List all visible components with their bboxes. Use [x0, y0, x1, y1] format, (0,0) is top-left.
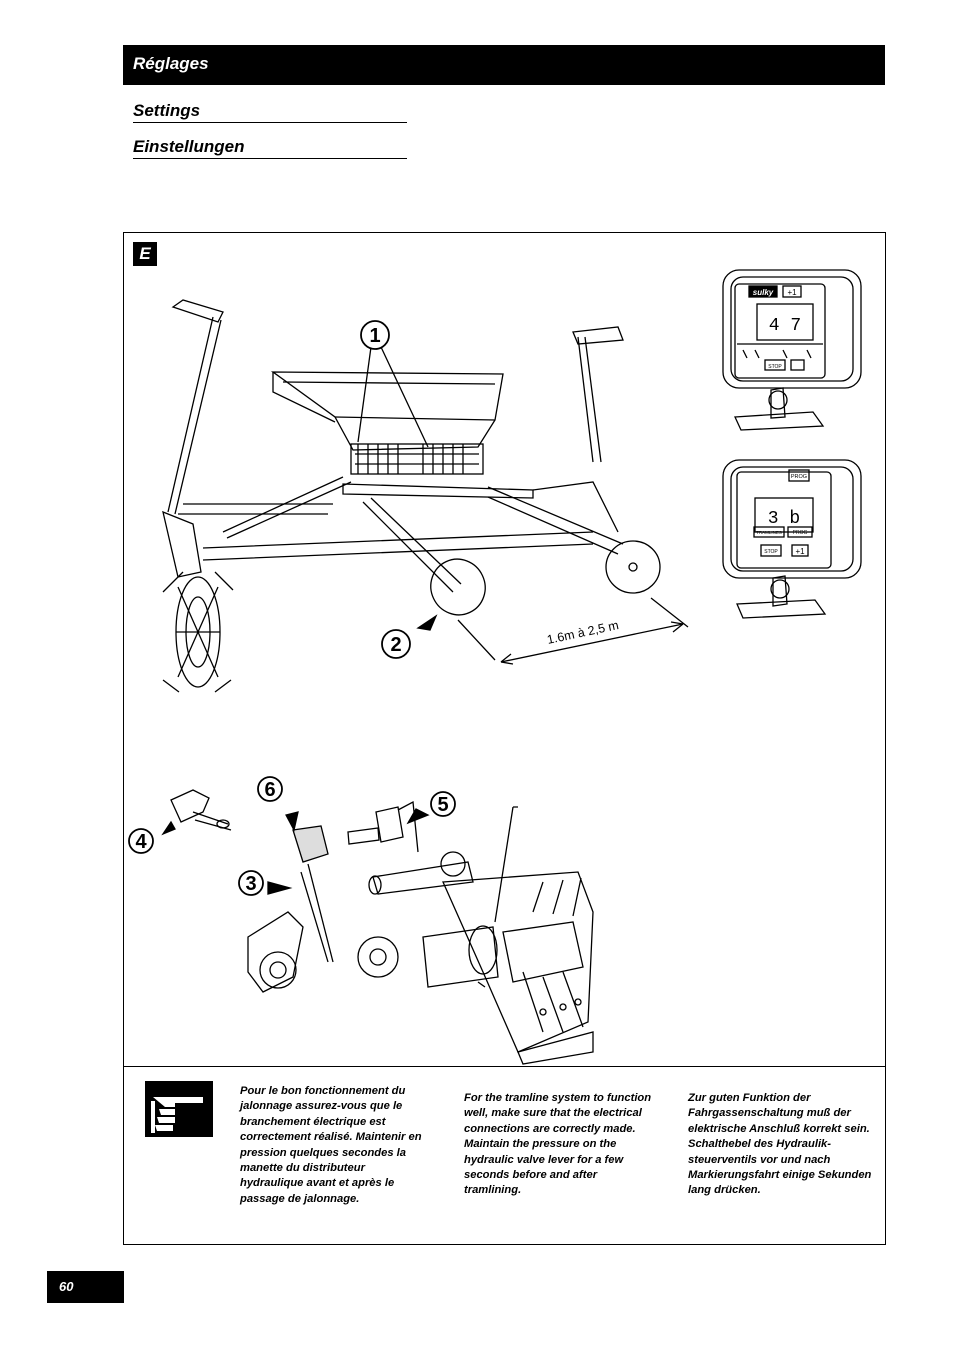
notes-divider — [123, 1066, 886, 1067]
note-german: Zur guten Funktion der Fahrgassenschaltu… — [688, 1092, 872, 1197]
callout-2: 2 — [381, 629, 411, 659]
seed-drill-illustration: 1 2 1.6m à 2,5 m sulky +1 4 7 STOP PROG … — [128, 269, 862, 1065]
figure-frame — [123, 232, 886, 1245]
section-header-bar: Réglages — [123, 45, 885, 85]
svg-text:STOP: STOP — [764, 549, 778, 555]
svg-text:PROG: PROG — [793, 530, 808, 536]
svg-text:TRAMLINES: TRAMLINES — [756, 530, 782, 535]
monitor2-display: 3 b — [768, 509, 800, 529]
callout-3: 3 — [238, 870, 264, 896]
callout-4-label: 4 — [135, 831, 147, 853]
note-english: For the tramline system to function well… — [464, 1092, 652, 1197]
section-title: Réglages — [133, 54, 209, 73]
hand-pointing-icon — [145, 1081, 213, 1137]
callout-1: 1 — [360, 320, 390, 350]
monitor1-display: 4 7 — [769, 316, 801, 336]
svg-text:STOP: STOP — [768, 364, 782, 370]
callout-6: 6 — [257, 776, 283, 802]
control-monitor-1: sulky +1 4 7 STOP — [722, 269, 862, 431]
page-number: 60 — [59, 1279, 74, 1294]
callout-5-label: 5 — [437, 794, 448, 816]
note-french: Pour le bon fonctionnement du jalonnage … — [240, 1085, 422, 1205]
svg-text:PROG: PROG — [791, 474, 807, 480]
callout-1-label: 1 — [369, 325, 380, 347]
svg-text:+1: +1 — [795, 547, 805, 556]
callout-5: 5 — [430, 791, 456, 817]
callout-6-label: 6 — [264, 779, 275, 801]
svg-text:+1: +1 — [787, 288, 797, 297]
dimension-label: 1.6m à 2,5 m — [546, 618, 620, 647]
control-monitor-2: PROG 3 b TRAMLINES PROG STOP +1 — [722, 459, 862, 619]
subtitle-settings: Settings — [133, 101, 407, 123]
section-letter-badge: E — [133, 242, 157, 266]
callout-3-label: 3 — [245, 873, 256, 895]
monitor1-brand: sulky — [753, 288, 774, 297]
page-number-box: 60 — [47, 1271, 124, 1303]
subtitle-einstellungen: Einstellungen — [133, 137, 407, 159]
callout-4: 4 — [128, 828, 154, 854]
callout-2-label: 2 — [390, 634, 401, 656]
